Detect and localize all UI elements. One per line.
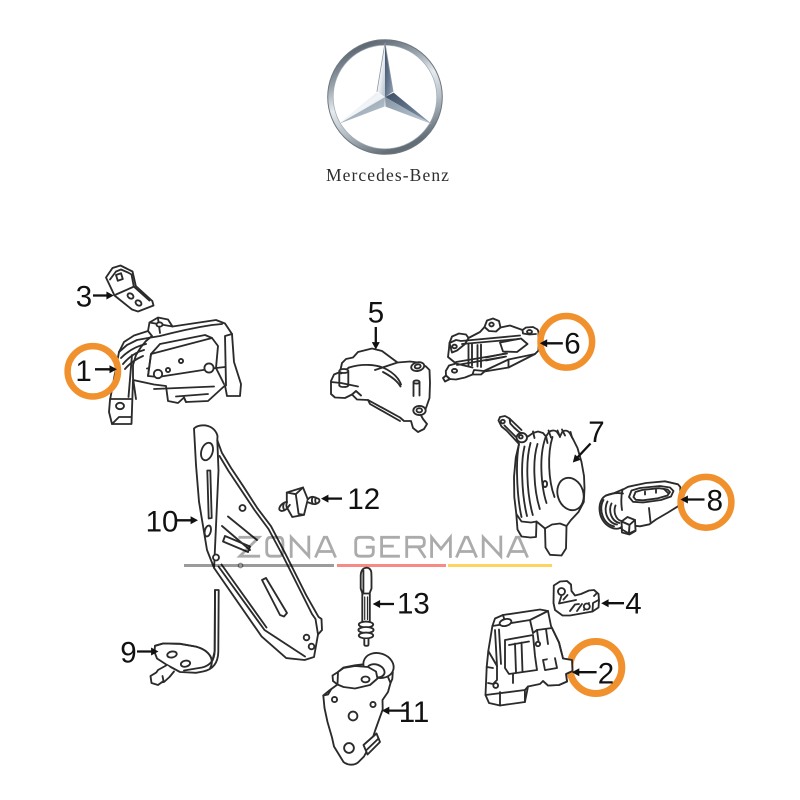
svg-text:5: 5 <box>368 297 384 330</box>
svg-text:Mercedes-Benz: Mercedes-Benz <box>326 165 450 185</box>
svg-text:9: 9 <box>120 637 136 670</box>
svg-text:3: 3 <box>76 281 92 314</box>
svg-text:10: 10 <box>146 506 179 539</box>
svg-text:1: 1 <box>75 355 91 388</box>
svg-text:11: 11 <box>399 696 430 729</box>
svg-text:8: 8 <box>707 485 723 518</box>
svg-text:13: 13 <box>397 588 430 621</box>
svg-text:4: 4 <box>625 588 641 621</box>
svg-text:2: 2 <box>598 658 614 691</box>
svg-text:12: 12 <box>347 483 380 516</box>
svg-text:7: 7 <box>588 416 604 449</box>
svg-text:6: 6 <box>564 328 580 361</box>
